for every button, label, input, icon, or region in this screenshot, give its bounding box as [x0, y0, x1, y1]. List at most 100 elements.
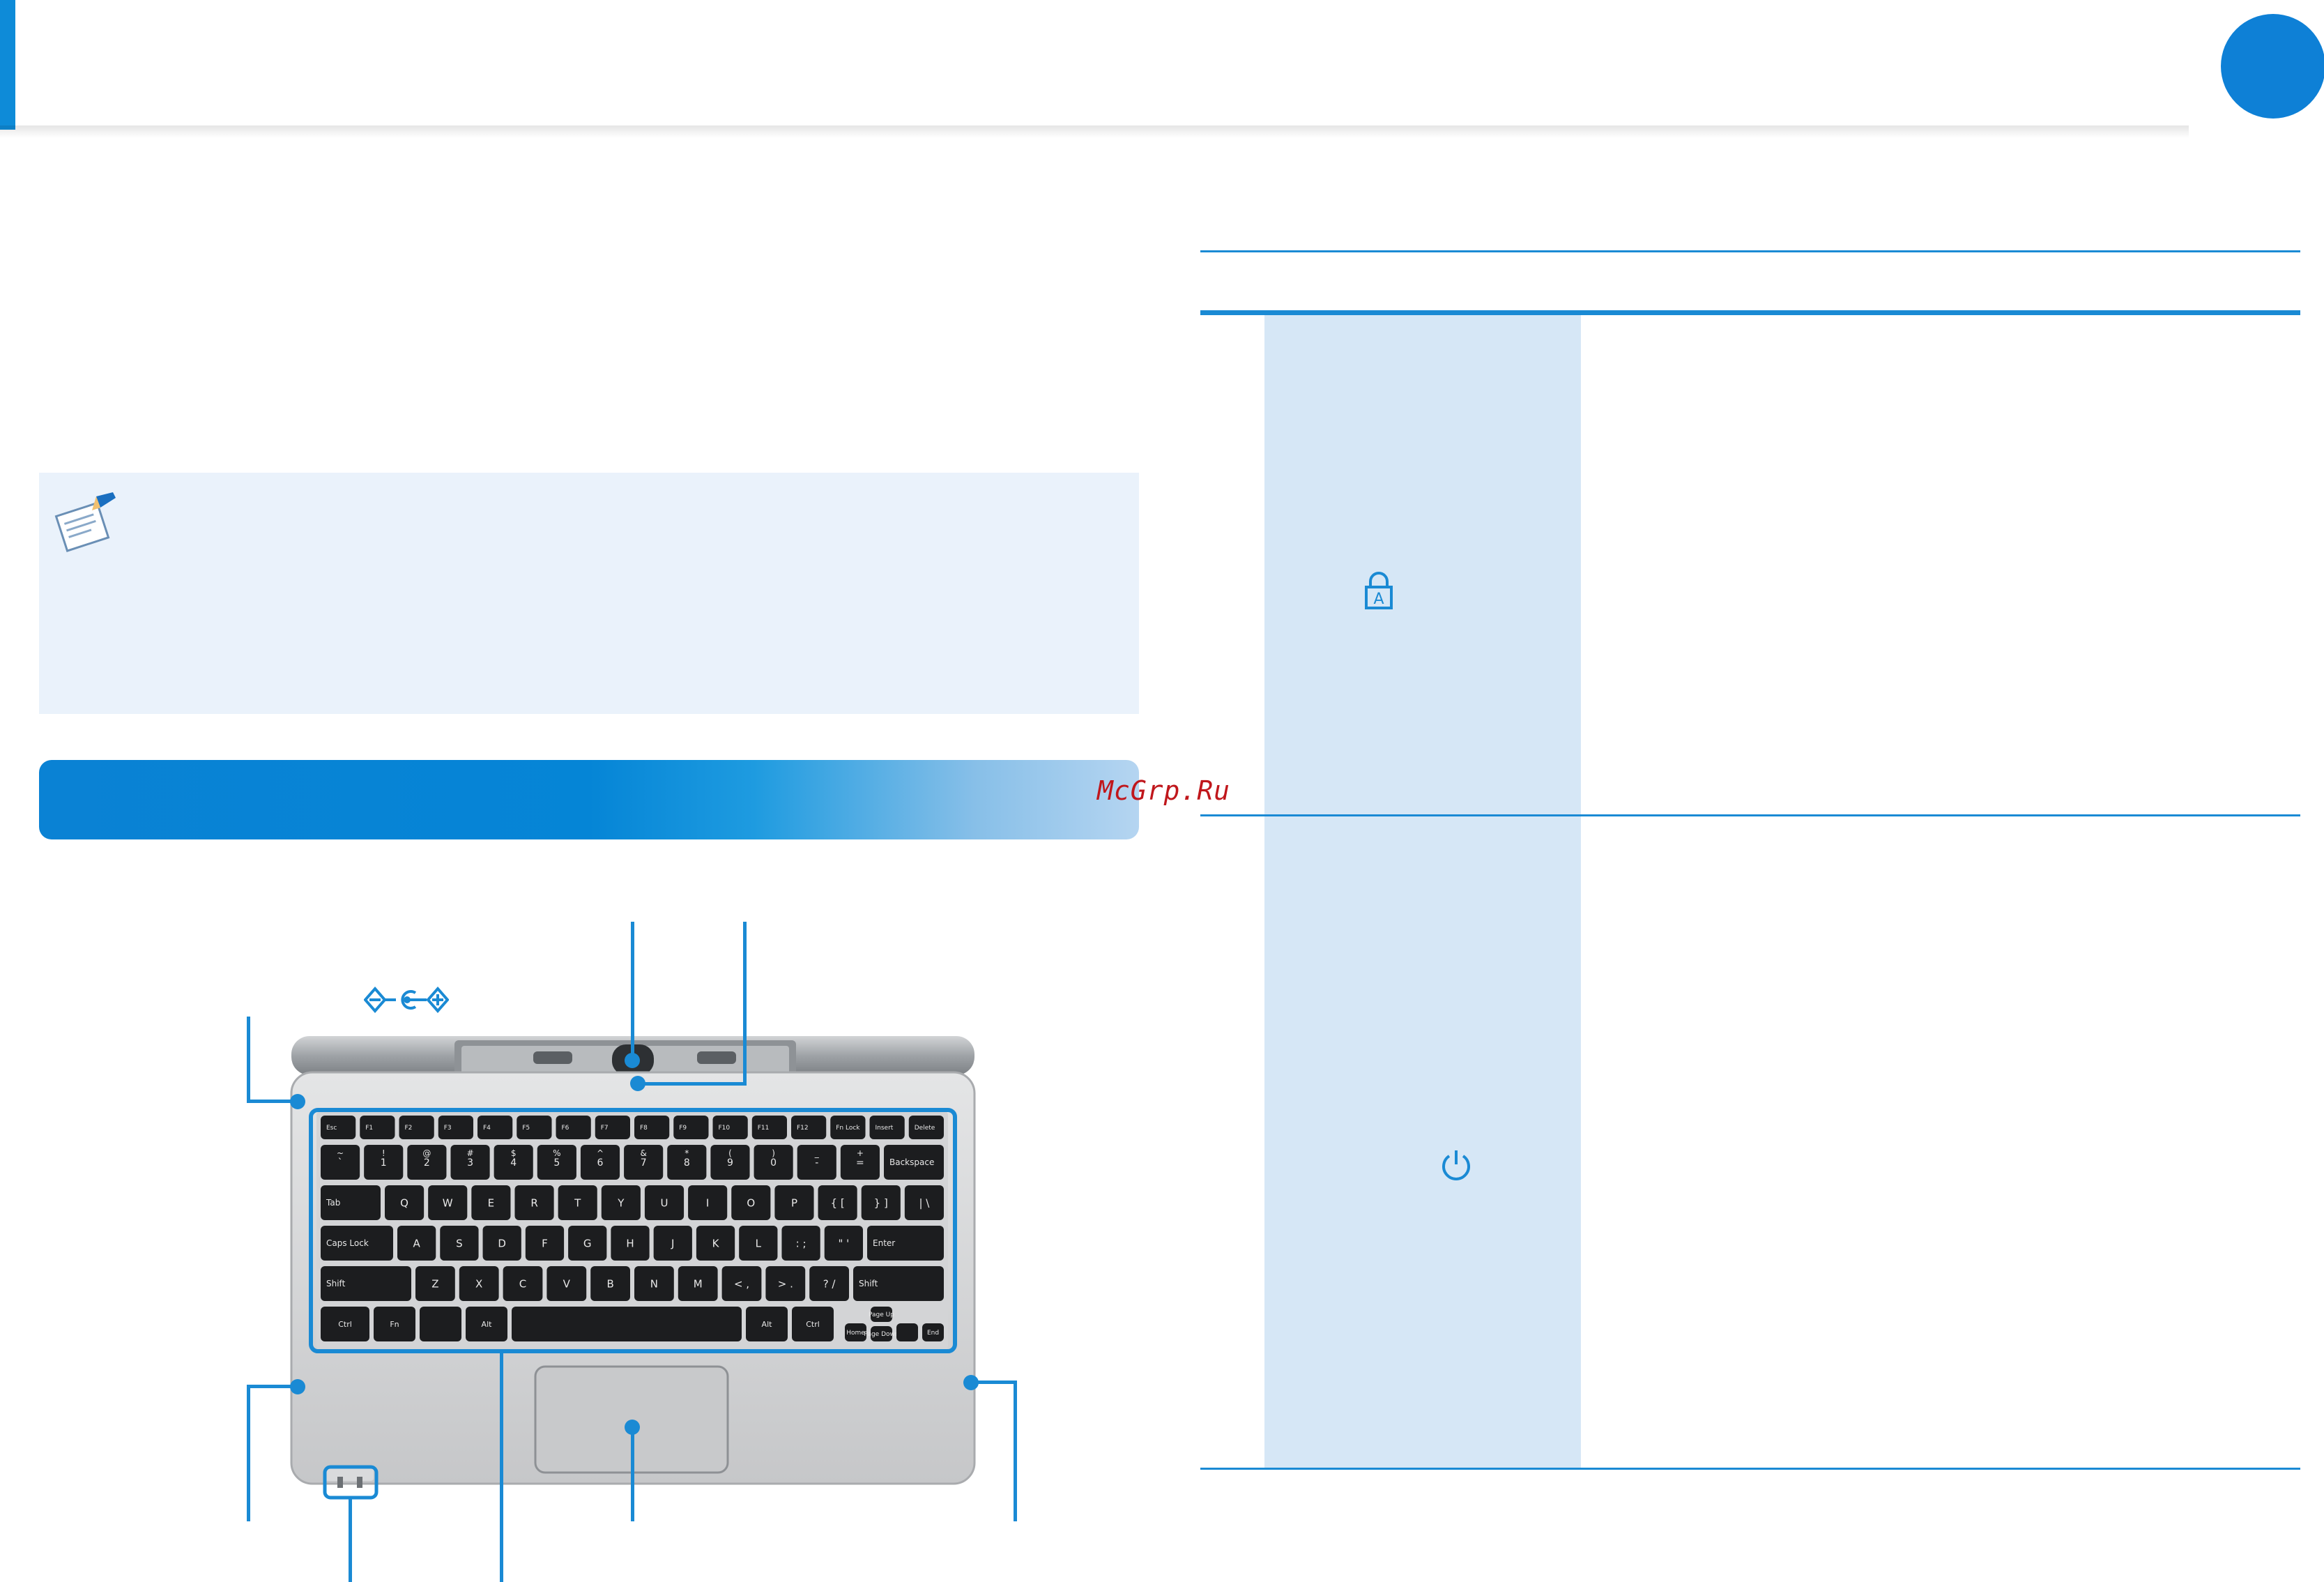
keyboard-key-label: C	[519, 1277, 526, 1290]
keyboard-key-label: F7	[601, 1125, 609, 1132]
keyboard-key	[397, 1226, 436, 1261]
keyboard-key	[867, 1226, 944, 1261]
caps-lock-indicator-icon: A	[1365, 572, 1393, 609]
keyboard-key	[845, 1323, 866, 1341]
keyboard-key-label: 9	[727, 1157, 733, 1169]
keyboard-key	[321, 1116, 356, 1139]
keyboard-key	[321, 1307, 369, 1341]
keyboard-key-label: F5	[522, 1125, 530, 1132]
keyboard-key	[399, 1116, 434, 1139]
keyboard-key-label: M	[694, 1277, 703, 1290]
keyboard-key	[321, 1185, 381, 1220]
keyboard-key-label: Enter	[873, 1238, 895, 1248]
keyboard-key	[791, 1116, 827, 1139]
keyboard-key	[861, 1185, 901, 1220]
keyboard-key	[644, 1185, 685, 1220]
keyboard-key	[853, 1266, 944, 1301]
keyboard-key-label: A	[413, 1237, 421, 1249]
keyboard-key	[374, 1307, 415, 1341]
keyboard-key-label: U	[661, 1196, 668, 1209]
keyboard-key	[438, 1116, 473, 1139]
keyboard-key-label: 0	[770, 1157, 777, 1169]
keyboard-key-label: J	[671, 1237, 674, 1249]
keyboard-key	[751, 1116, 787, 1139]
keyboard-key-shift-label: &	[640, 1148, 646, 1158]
note-icon	[54, 492, 116, 552]
keyboard-key	[624, 1145, 664, 1180]
keyboard-key	[590, 1266, 630, 1301]
callout-leader-keyboard	[500, 1350, 503, 1582]
keyboard-key-label: > .	[778, 1277, 793, 1290]
keyboard-key-label: Shift	[859, 1279, 878, 1288]
callout-leader-left-port	[247, 1385, 250, 1521]
table-top-rule	[1200, 250, 2300, 252]
keyboard-key-label: F1	[365, 1125, 373, 1132]
keyboard-key	[466, 1307, 507, 1341]
keyboard-key	[321, 1226, 393, 1261]
keyboard-key	[503, 1266, 543, 1301]
keyboard-key	[824, 1226, 863, 1261]
keyboard-key-label: I	[706, 1196, 709, 1209]
keyboard-key-label: Page Up	[869, 1311, 894, 1318]
keyboard-key	[634, 1266, 674, 1301]
keyboard-key-shift-label: $	[511, 1148, 517, 1158]
keyboard-key	[871, 1326, 892, 1341]
keyboard-key-label: 8	[684, 1157, 690, 1169]
dc-polarity-symbol	[364, 986, 449, 1014]
keyboard-key-label: F9	[679, 1125, 687, 1132]
keyboard-key	[904, 1185, 944, 1220]
keyboard-key-label: V	[563, 1277, 571, 1290]
table-bottom-rule	[1200, 1468, 2300, 1470]
keyboard-key	[922, 1323, 944, 1341]
keyboard-key-label: } ]	[874, 1196, 888, 1209]
keyboard-key-label: F	[542, 1237, 548, 1249]
keyboard-key	[840, 1145, 880, 1180]
keyboard-key-label: Page Down	[864, 1331, 899, 1338]
keyboard-key-label: Caps Lock	[326, 1238, 369, 1248]
keyboard-key-label: K	[712, 1237, 720, 1249]
keyboard-key-label: : ;	[796, 1237, 806, 1249]
keyboard-key-label: S	[456, 1237, 463, 1249]
callout-dot-release-latch	[630, 1076, 645, 1091]
header-shadow-rule	[0, 126, 2189, 138]
callout-leader-dc-jack-h	[247, 1100, 297, 1103]
keyboard-key	[321, 1145, 360, 1180]
keyboard-key-shift-label: *	[685, 1148, 689, 1158]
keyboard-key-label: E	[488, 1196, 494, 1209]
table-cell-power	[1264, 816, 1581, 1468]
callout-dot-right-port	[963, 1375, 979, 1390]
keyboard-key-label: Insert	[876, 1125, 894, 1132]
keyboard-key	[754, 1145, 793, 1180]
keyboard-key-shift-label: ^	[597, 1148, 604, 1158]
keyboard-key	[830, 1116, 866, 1139]
keyboard-key	[765, 1266, 806, 1301]
keyboard-key-label: Esc	[326, 1125, 337, 1132]
keyboard-key	[459, 1266, 499, 1301]
keyboard-key	[385, 1185, 425, 1220]
keyboard-key-shift-label: !	[382, 1148, 385, 1158]
keyboard-key	[884, 1145, 944, 1180]
keyboard-key	[696, 1226, 735, 1261]
keyboard-key-label: 1	[381, 1157, 387, 1169]
keyboard-key	[774, 1185, 814, 1220]
keyboard-key-shift-label: %	[553, 1148, 560, 1158]
keyboard-key-label: 3	[467, 1157, 473, 1169]
keyboard-key	[514, 1185, 554, 1220]
keyboard-key	[710, 1145, 750, 1180]
keyboard-key	[731, 1185, 771, 1220]
callout-dot-camera	[625, 1053, 640, 1068]
power-indicator-icon	[1442, 1150, 1470, 1180]
keyboard-key	[546, 1266, 587, 1301]
keyboard-key-shift-label: @	[422, 1148, 431, 1158]
keyboard-key-label: Fn	[390, 1320, 399, 1329]
keyboard-key-label: 4	[510, 1157, 517, 1169]
callout-leader-right-port	[1014, 1381, 1017, 1521]
keyboard-key-label: =	[856, 1157, 864, 1169]
keyboard-key	[653, 1226, 692, 1261]
keyboard-key-label: D	[498, 1237, 506, 1249]
keyboard-key-label: F8	[640, 1125, 648, 1132]
keyboard-key	[494, 1145, 533, 1180]
keyboard-key	[721, 1266, 762, 1301]
keyboard-key	[440, 1226, 479, 1261]
keyboard-key-label: N	[650, 1277, 658, 1290]
